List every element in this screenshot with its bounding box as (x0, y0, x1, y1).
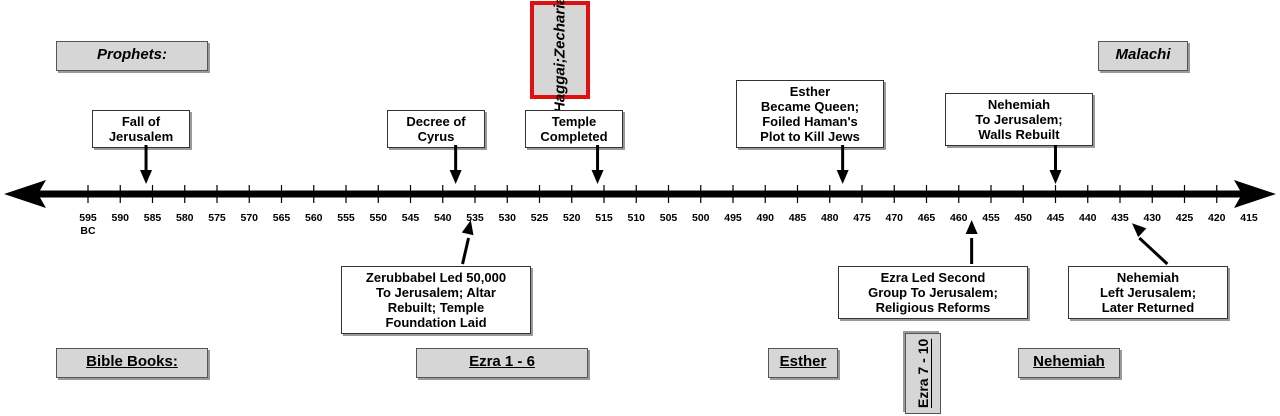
tick-label: 505 (660, 212, 678, 224)
tick-label: 545 (402, 212, 420, 224)
tick-label: 460 (950, 212, 968, 224)
tick-label: 525 (531, 212, 549, 224)
tick-label: 540 (434, 212, 452, 224)
event-line: Cyrus (417, 129, 455, 144)
event-fall-of-jerusalem: Fall of Jerusalem (92, 110, 190, 148)
tick-label: 470 (885, 212, 903, 224)
tick-label: 580 (176, 212, 194, 224)
tick-label: 415 (1240, 212, 1258, 224)
event-line: Zerubbabel Led 50,000 (365, 270, 507, 285)
book-ezra-1-6: Ezra 1 - 6 (416, 348, 588, 378)
tick-label: 595 (79, 212, 97, 224)
tick-label: 500 (692, 212, 710, 224)
arrow-up-icon (461, 220, 474, 236)
tick-label: 570 (240, 212, 258, 224)
tick-label: 535 (466, 212, 484, 224)
tick-label: 435 (1111, 212, 1129, 224)
tick-label: 480 (821, 212, 839, 224)
tick-label: 560 (305, 212, 323, 224)
tick-label: 585 (144, 212, 162, 224)
event-line: Esther (789, 84, 831, 99)
tick-label: 495 (724, 212, 742, 224)
book-esther: Esther (768, 348, 838, 378)
event-line: Walls Rebuilt (978, 127, 1060, 142)
arrow-down-icon (591, 170, 604, 184)
arrow-up-icon (1132, 223, 1147, 238)
left-arrow-head-icon (4, 180, 46, 208)
tick-label: 485 (789, 212, 807, 224)
event-nehemiah-left-jerusalem: Nehemiah Left Jerusalem; Later Returned (1068, 266, 1228, 319)
tick-label: 520 (563, 212, 581, 224)
event-pointer-line (1138, 236, 1169, 266)
tick-label: 515 (595, 212, 613, 224)
tick-label: 450 (1014, 212, 1032, 224)
arrow-down-icon (1049, 170, 1062, 184)
tick-label: 490 (756, 212, 774, 224)
event-nehemiah-to-jerusalem: Nehemiah To Jerusalem; Walls Rebuilt (945, 93, 1093, 146)
arrow-down-icon (449, 170, 462, 184)
tick-label: 445 (1047, 212, 1065, 224)
event-pointer-line (461, 237, 471, 265)
prophet-malachi: Malachi (1098, 41, 1188, 71)
tick-label: 425 (1176, 212, 1194, 224)
bible-books-row-label: Bible Books: (56, 348, 208, 378)
event-line: Nehemiah (987, 97, 1051, 112)
event-line: Decree of (406, 114, 466, 129)
arrow-down-icon (140, 170, 153, 184)
event-line: Temple (551, 114, 597, 129)
tick-label: 565 (273, 212, 291, 224)
event-line: Religious Reforms (875, 300, 991, 315)
tick-label: 440 (1079, 212, 1097, 224)
tick-label: 590 (111, 212, 129, 224)
tick-label: 575 (208, 212, 226, 224)
event-line: Rebuilt; Temple (387, 300, 485, 315)
tick-label: 475 (853, 212, 871, 224)
event-line: Foundation Laid (385, 315, 487, 330)
event-line: Ezra Led Second (880, 270, 986, 285)
right-arrow-head-icon (1234, 180, 1276, 208)
tick-label: 455 (982, 212, 1000, 224)
event-zerubbabel-led: Zerubbabel Led 50,000 To Jerusalem; Alta… (341, 266, 531, 334)
event-decree-of-cyrus: Decree of Cyrus (387, 110, 485, 148)
tick-label: 555 (337, 212, 355, 224)
era-label: BC (80, 225, 96, 237)
event-esther-queen: Esther Became Queen; Foiled Haman's Plot… (736, 80, 884, 148)
tick-label: 510 (627, 212, 645, 224)
event-ezra-led-second-group: Ezra Led Second Group To Jerusalem; Reli… (838, 266, 1028, 319)
event-line: Fall of (121, 114, 161, 129)
event-line: To Jerusalem; (975, 112, 1063, 127)
tick-label: 550 (369, 212, 387, 224)
event-line: Group To Jerusalem; (868, 285, 998, 300)
book-nehemiah: Nehemiah (1018, 348, 1120, 378)
event-line: To Jerusalem; Altar (376, 285, 496, 300)
tick-label: 530 (498, 212, 516, 224)
event-line: Later Returned (1101, 300, 1195, 315)
arrow-up-icon (965, 220, 978, 234)
event-line: Completed (540, 129, 608, 144)
event-line: Plot to Kill Jews (760, 129, 860, 144)
prophets-row-label: Prophets: (56, 41, 208, 71)
event-line: Jerusalem (108, 129, 174, 144)
tick-label: 465 (918, 212, 936, 224)
arrow-down-icon (836, 170, 849, 184)
event-line: Foiled Haman's (762, 114, 858, 129)
event-line: Became Queen; (760, 99, 860, 114)
tick-label: 420 (1208, 212, 1226, 224)
event-line: Nehemiah (1116, 270, 1180, 285)
tick-label: 430 (1143, 212, 1161, 224)
event-line: Left Jerusalem; (1099, 285, 1197, 300)
event-temple-completed: Temple Completed (525, 110, 623, 148)
